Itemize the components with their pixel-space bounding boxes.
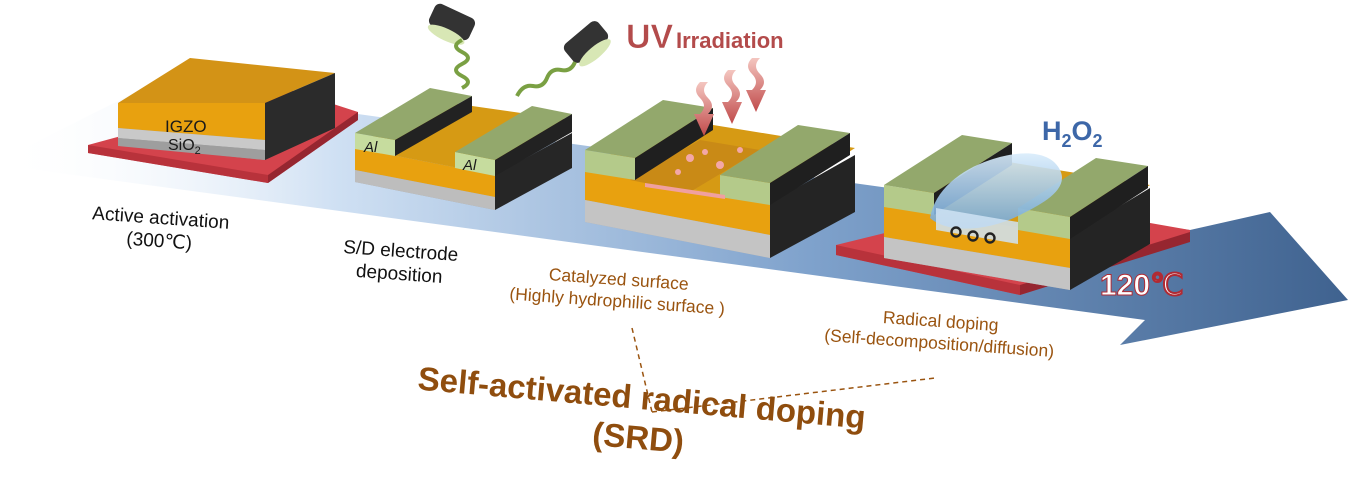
irradiation-label: Irradiation	[676, 28, 784, 53]
igzo-label: IGZO	[165, 117, 207, 136]
al-left-label: Al	[363, 139, 378, 156]
h2o2-label: H2O2	[1042, 116, 1103, 151]
uv-wave-icon	[694, 58, 766, 136]
sio2-layer	[118, 128, 265, 150]
al-right-label: Al	[462, 157, 477, 174]
igzo-layer	[118, 103, 265, 140]
uv-label: UV	[626, 18, 674, 56]
radical-icon	[950, 226, 996, 244]
device-step3	[585, 100, 855, 258]
device-step1	[88, 58, 358, 183]
h2o2-droplet	[930, 153, 1062, 229]
dashed-connector	[631, 327, 936, 413]
device-step2	[355, 88, 572, 210]
temperature-label: 120℃	[1100, 269, 1184, 302]
deposition-source-icon	[427, 3, 611, 97]
sio2-label: SiO2	[168, 137, 201, 157]
